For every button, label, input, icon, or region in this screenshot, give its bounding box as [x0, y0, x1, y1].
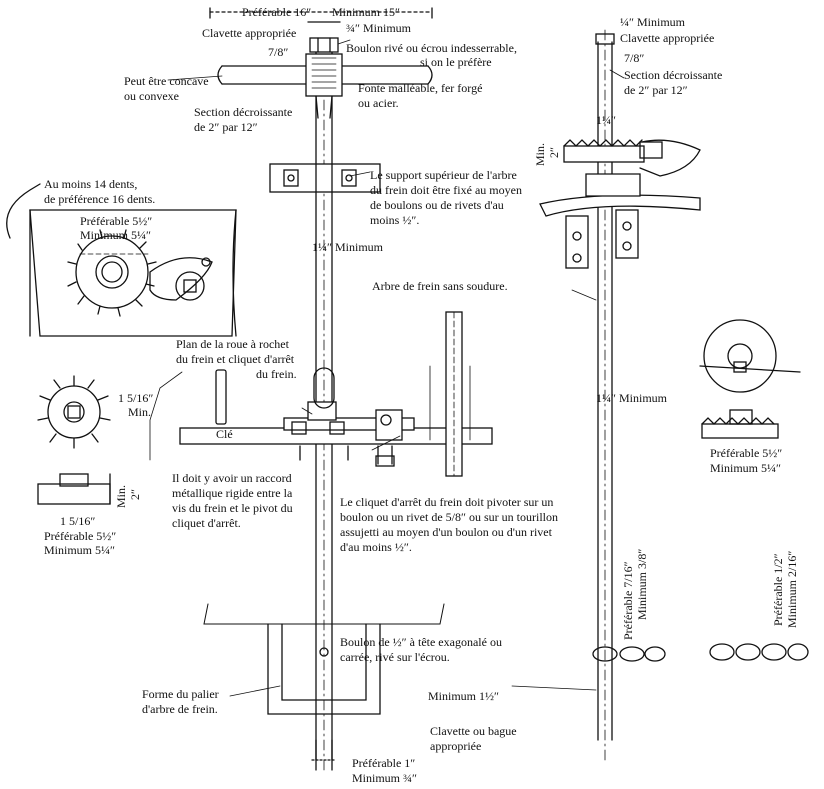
- label-pref1: Préférable 1″: [352, 756, 416, 770]
- label-pref512-a: Préférable 5½″: [80, 214, 153, 228]
- label-raccord-1: Il doit y avoir un raccord: [172, 471, 292, 485]
- label-min34: Minimum ¾″: [352, 771, 418, 785]
- upper-support: [269, 163, 381, 193]
- label-7-8-right: 7/8″: [624, 51, 645, 65]
- label-min-a: Min.: [128, 405, 152, 419]
- leader-lines: [149, 39, 625, 697]
- ratchet-assembly: [179, 311, 493, 477]
- label-section-2b: de 2″ par 12″: [624, 83, 688, 97]
- ratchet-plan: [6, 183, 237, 337]
- label-min2-a: Min.: [114, 484, 128, 508]
- handle-wheel: [217, 53, 433, 119]
- label-raccord-3: vis du frein et le pivot du: [172, 501, 293, 515]
- label-dents-1: Au moins 14 dents,: [44, 177, 138, 191]
- top-nut: [309, 37, 339, 53]
- label-pref716: Préférable 7/16″: [621, 561, 635, 640]
- label-clavette-2: Clavette appropriée: [620, 31, 715, 45]
- label-clavette-1: Clavette appropriée: [202, 26, 297, 40]
- label-1516-a: 1 5/16″: [118, 391, 154, 405]
- label-plan-1: Plan de la roue à rochet: [176, 337, 289, 351]
- label-34-min: ¾″ Minimum: [346, 21, 412, 35]
- right-ratchet: [539, 139, 701, 269]
- label-cliquet-3: assujetti au moyen d'un boulon ou d'un r…: [340, 525, 552, 539]
- label-14-min: ¼″ Minimum: [620, 15, 686, 29]
- label-two-a: 2″: [128, 489, 142, 500]
- label-dents-2: de préférence 16 dents.: [44, 192, 156, 206]
- label-min112: Minimum 1½″: [428, 689, 500, 703]
- label-two-b: 2″: [547, 147, 561, 158]
- label-forme-2: d'arbre de frein.: [142, 702, 218, 716]
- label-raccord-2: métallique rigide entre la: [172, 486, 293, 500]
- label-min514-a: Minimum 5¼″: [80, 228, 152, 242]
- right-detail: [699, 319, 801, 439]
- label-clavette-3: Clavette ou bague: [430, 724, 517, 738]
- label-cliquet-2: boulon ou un rivet de 5/8″ ou sur un tou…: [340, 510, 558, 524]
- label-plan-2: du frein et cliquet d'arrêt: [176, 352, 295, 366]
- label-concave-2: ou convexe: [124, 89, 179, 103]
- label-min2-b: Min.: [533, 142, 547, 166]
- label-plan-3: du frein.: [256, 367, 297, 381]
- label-boulon-12-a: Boulon de ½″ à tête exagonalé ou: [340, 635, 502, 649]
- label-pref512-c: Préférable 5½″: [710, 446, 783, 460]
- small-ratchet-wheel: [37, 375, 111, 505]
- label-support-2: du frein doit être fixé au moyen: [370, 183, 522, 197]
- label-1516-b: 1 5/16″: [60, 514, 96, 528]
- label-min15: Minimum 15″: [332, 5, 401, 19]
- label-min514-b: Minimum 5¼″: [44, 543, 116, 557]
- label-pref12: Préférable 1/2″: [771, 553, 785, 626]
- label-boulon-rive: Boulon rivé ou écrou indesserrable,: [346, 41, 517, 55]
- label-section-1b: de 2″ par 12″: [194, 120, 258, 134]
- label-min216: Minimum 2/16″: [785, 550, 799, 628]
- label-concave-1: Peut être concave: [124, 74, 209, 88]
- label-fonte-2: ou acier.: [358, 96, 399, 110]
- label-section-2a: Section décroissante: [624, 68, 723, 82]
- label-114-right: 1¼″: [596, 113, 616, 127]
- label-min38: Minimum 3/8″: [635, 548, 649, 620]
- label-clavette-3b: appropriée: [430, 739, 482, 753]
- label-pref16: Préférable 16″: [242, 5, 312, 19]
- bearing-bracket: [203, 603, 445, 771]
- label-cliquet-4: d'au moins ½″.: [340, 540, 412, 554]
- label-cle: Clé: [216, 427, 233, 441]
- chain-right: [592, 643, 809, 662]
- label-raccord-4: cliquet d'arrêt.: [172, 516, 241, 530]
- label-7-8-left: 7/8″: [268, 45, 289, 59]
- label-support-4: moins ½″.: [370, 213, 420, 227]
- label-boulon-12-b: carrée, rivé sur l'écrou.: [340, 650, 450, 664]
- label-forme-1: Forme du palier: [142, 687, 219, 701]
- label-min514-c: Minimum 5¼″: [710, 461, 782, 475]
- label-min-114: 1¼″ Minimum: [312, 240, 384, 254]
- label-pref512-b: Préférable 5½″: [44, 529, 117, 543]
- label-arbre: Arbre de frein sans soudure.: [372, 279, 508, 293]
- label-support-3: de boulons ou de rivets d'au: [370, 198, 504, 212]
- label-min-114-right: 1¼″ Minimum: [596, 391, 668, 405]
- label-si-prefere: si on le préfère: [420, 55, 492, 69]
- label-fonte-1: Fonte malléable, fer forgé: [358, 81, 483, 95]
- label-section-1a: Section décroissante: [194, 105, 293, 119]
- label-support-1: Le support supérieur de l'arbre: [370, 168, 517, 182]
- label-cliquet-1: Le cliquet d'arrêt du frein doit pivoter…: [340, 495, 554, 509]
- top-dimension: [209, 7, 433, 23]
